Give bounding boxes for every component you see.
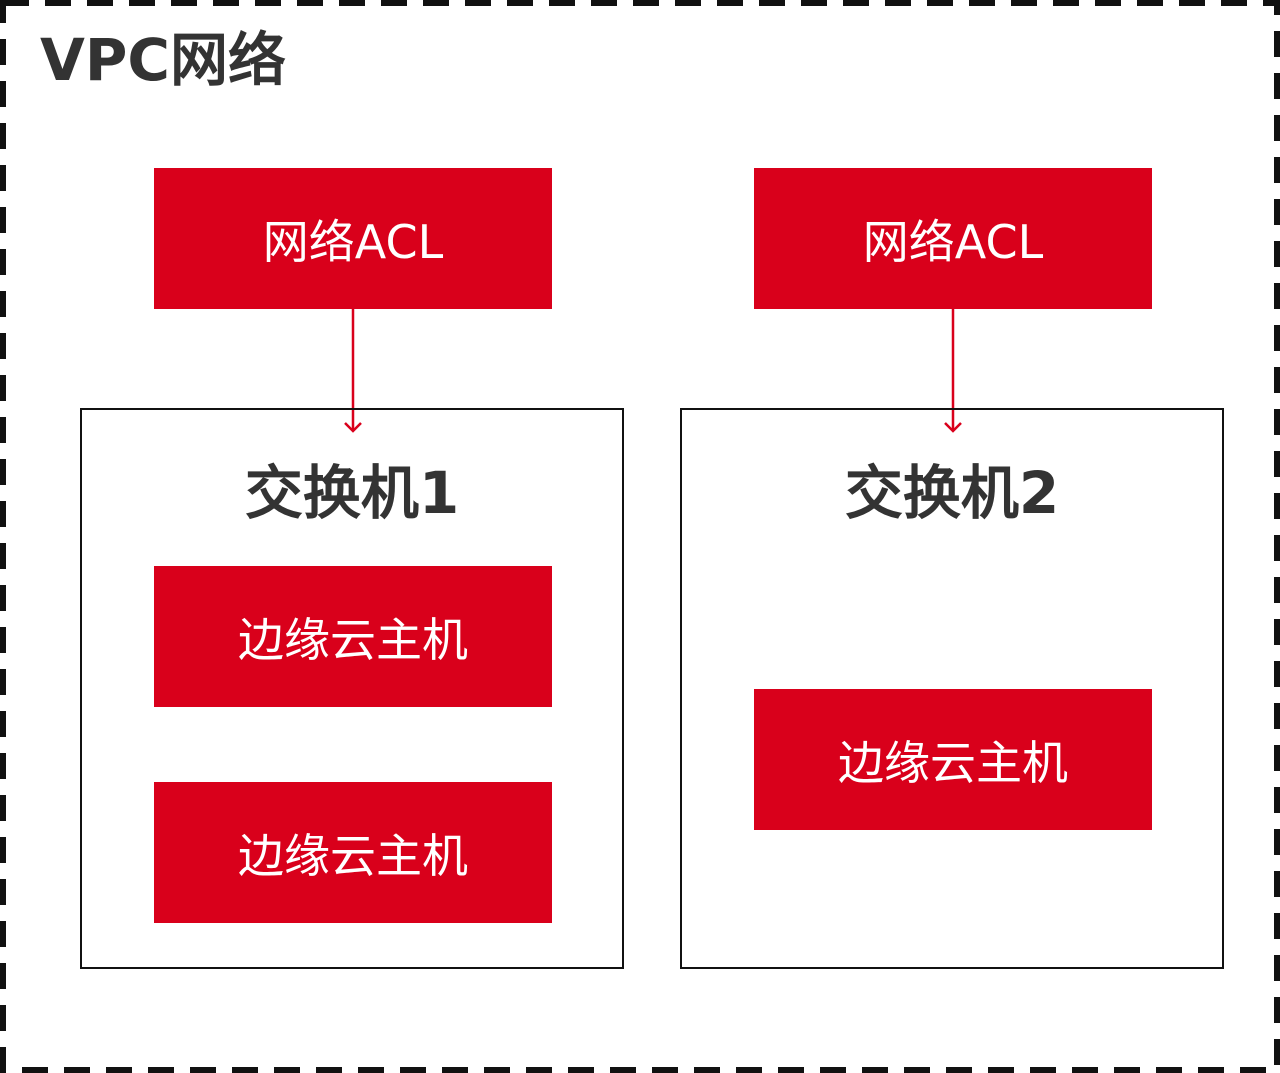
network-acl-1: 网络ACL xyxy=(154,168,552,309)
switch-1-title: 交换机1 xyxy=(244,459,460,527)
arrow-acl2-to-switch2 xyxy=(944,309,962,433)
switch-2-title: 交换机2 xyxy=(844,459,1060,527)
arrow-acl1-to-switch1 xyxy=(344,309,362,433)
edge-host-2: 边缘云主机 xyxy=(154,782,552,923)
network-acl-2: 网络ACL xyxy=(754,168,1152,309)
vpc-title: VPC网络 xyxy=(40,26,286,94)
edge-host-1: 边缘云主机 xyxy=(154,566,552,707)
switch-2: 交换机2 xyxy=(680,408,1224,969)
edge-host-3: 边缘云主机 xyxy=(754,689,1152,830)
switch-1: 交换机1 xyxy=(80,408,624,969)
